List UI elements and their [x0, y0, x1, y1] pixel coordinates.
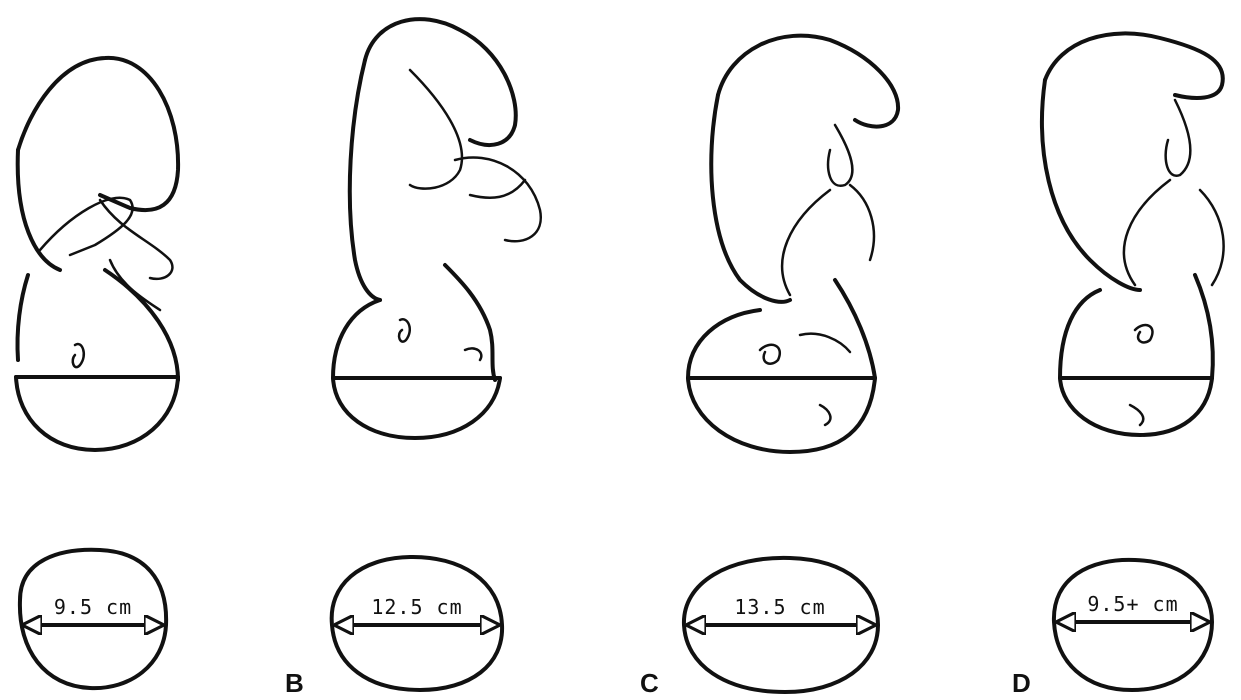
- panel-b-label: B: [285, 668, 304, 698]
- panel-d-diameter-label: 9.5+ cm: [1087, 592, 1178, 616]
- panel-c-fetus-figure: [688, 36, 898, 452]
- panel-d-label: D: [1012, 668, 1031, 698]
- panel-b-head-section: 12.5 cm: [332, 557, 502, 690]
- panel-c-head-section: 13.5 cm: [684, 558, 878, 692]
- panel-d-head-section: 9.5+ cm: [1054, 560, 1212, 690]
- panel-c-diameter-label: 13.5 cm: [734, 595, 825, 619]
- panel-a-diameter-label: 9.5 cm: [54, 595, 132, 619]
- panel-b-fetus-figure: [333, 19, 541, 438]
- panel-c-label: C: [640, 668, 659, 698]
- panel-b-diameter-label: 12.5 cm: [371, 595, 462, 619]
- panel-a-head-section: 9.5 cm: [20, 550, 166, 688]
- panel-a-fetus-figure: [16, 58, 178, 450]
- panel-d-fetus-figure: [1042, 33, 1224, 435]
